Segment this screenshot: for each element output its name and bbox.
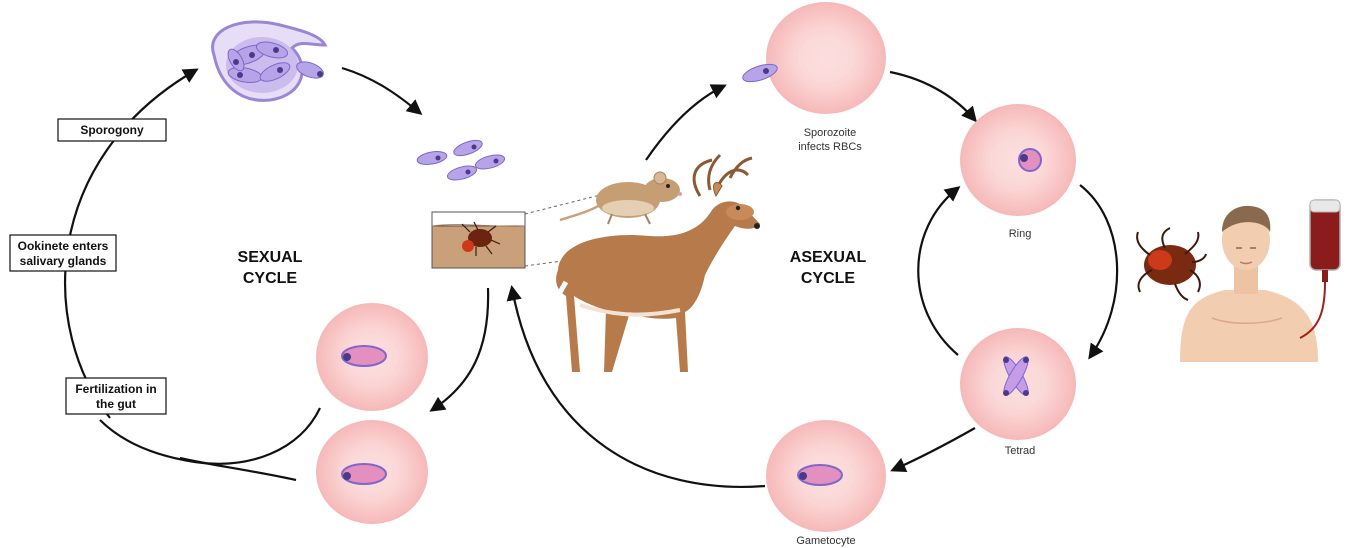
asexual-cycle-title-line2: CYCLE [801,270,856,287]
arrow-fertilization-top [100,408,320,464]
sporogony-label: Sporogony [80,123,144,137]
arrow-tetrad-to-ring [918,188,958,355]
sporozoite-label-line1: Sporozoite [804,127,857,139]
mouse-icon [560,172,682,224]
asexual-cycle-title-line1: ASEXUAL [790,249,867,266]
arrow-ring-to-tetrad [1080,185,1117,357]
sporozoite-label-line2: infects RBCs [798,141,862,153]
tick-large-icon [1137,228,1206,300]
gametocyte-label: Gametocyte [796,535,855,547]
oocyst-icon [213,22,326,100]
arrow-to-sporozoite-rbc [646,86,724,160]
ookinete-label-line2: salivary glands [20,254,107,268]
sporozoites-icon [416,137,506,182]
rbc-gut-upper [316,303,428,411]
arrow-to-gut [432,288,488,410]
ookinete-label-line1: Ookinete enters [18,239,109,253]
fertilization-label-line2: the gut [96,397,136,411]
rbc-sporozoite [741,2,886,114]
ookinete-box: Ookinete enters salivary glands [10,235,116,271]
ring-label: Ring [1009,228,1032,240]
rbc-gut-lower [316,420,428,524]
arrow-to-ring [890,72,975,120]
arrow-fertilization-bottom [180,458,296,480]
sexual-cycle-title-line1: SEXUAL [238,249,303,266]
sporogony-box: Sporogony [58,119,166,141]
rbc-tetrad [960,328,1076,440]
sexual-cycle-title-line2: CYCLE [243,270,298,287]
tetrad-label: Tetrad [1005,445,1036,457]
fertilization-box: Fertilization in the gut [66,378,166,414]
rbc-ring [960,104,1076,216]
fertilization-label-line1: Fertilization in [75,382,156,396]
rbc-gametocyte [766,420,886,532]
arrow-to-sporozoites [342,68,420,113]
arrow-to-gametocyte [893,428,975,470]
arrow-gametocyte-to-tick [512,288,765,487]
